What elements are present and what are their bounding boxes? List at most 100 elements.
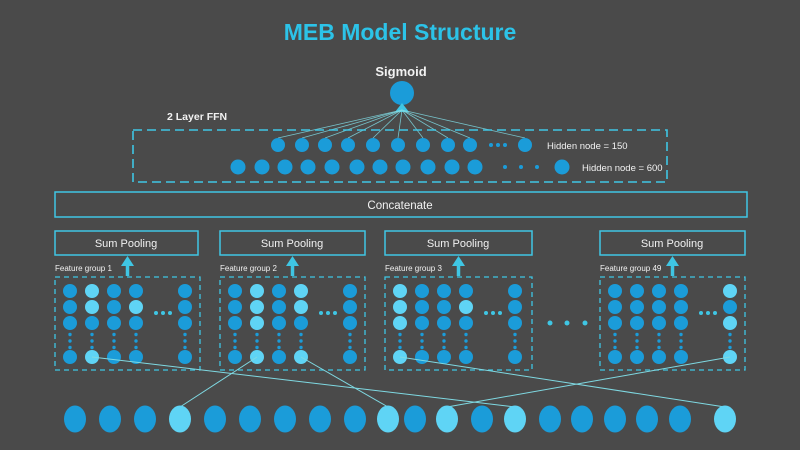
sum-pooling-label: Sum Pooling — [641, 238, 703, 250]
feature-node — [508, 284, 522, 298]
ellipsis-dot — [513, 332, 517, 337]
feature-node — [343, 284, 357, 298]
ffn-node — [318, 138, 332, 152]
embedding-node — [436, 405, 458, 433]
ellipsis-dot — [657, 345, 661, 350]
sum-pooling-box — [384, 230, 533, 256]
ffn-node — [420, 159, 436, 175]
ellipsis-dot — [635, 332, 639, 337]
ellipsis-dot — [112, 332, 116, 337]
feature-group-label: Feature group 2 — [220, 264, 277, 273]
ellipsis-dot — [699, 311, 703, 315]
feature-node — [508, 300, 522, 314]
sum-pooling-row: Sum Pooling Sum Pooling Sum Pooling Sum … — [54, 230, 746, 256]
feature-node — [129, 284, 143, 298]
feature-node — [63, 284, 77, 298]
feature-node — [459, 300, 473, 314]
ffn-hidden-row-150 — [271, 138, 532, 152]
between-groups-ellipsis — [547, 320, 588, 326]
embedding-node — [604, 405, 626, 433]
embedding-node — [204, 405, 226, 433]
feature-node — [415, 300, 429, 314]
ffn-node — [277, 159, 293, 175]
feature-node — [723, 300, 737, 314]
ellipsis-dot — [255, 345, 259, 350]
feature-node — [343, 300, 357, 314]
feature-node — [437, 300, 451, 314]
ellipsis-dot — [233, 345, 237, 350]
ellipsis-dot — [728, 339, 732, 343]
feature-node — [630, 300, 644, 314]
feature-node — [652, 284, 666, 298]
up-arrow-head — [121, 256, 134, 266]
ellipsis-dot — [713, 311, 717, 315]
ffn-node — [230, 159, 246, 175]
embedding-node — [539, 405, 561, 433]
ffn-label: 2 Layer FFN — [167, 111, 227, 123]
feature-node — [250, 316, 264, 330]
ellipsis-dot — [398, 345, 402, 350]
feature-node — [107, 350, 121, 364]
ellipsis-dot — [513, 345, 517, 350]
ellipsis-dot — [183, 339, 187, 343]
embedding-node — [169, 405, 191, 433]
ellipsis-dot — [679, 332, 683, 337]
ellipsis-dot — [484, 311, 488, 315]
feature-node — [228, 350, 242, 364]
fan-line — [277, 109, 403, 139]
ellipsis-dot — [728, 345, 732, 350]
concatenate-box — [54, 191, 748, 218]
ellipsis-dot — [183, 345, 187, 350]
feature-node — [343, 316, 357, 330]
ellipsis-dot — [679, 339, 683, 343]
feature-node — [459, 284, 473, 298]
ellipsis-dot — [398, 332, 402, 337]
embedding-node — [239, 405, 261, 433]
ellipsis-dot — [464, 339, 468, 343]
fan-line — [372, 109, 403, 139]
sum-pooling-box — [599, 230, 746, 256]
ellipsis-dot — [519, 165, 523, 169]
feature-node — [393, 316, 407, 330]
ellipsis-dot — [134, 332, 138, 337]
feature-node — [415, 316, 429, 330]
ellipsis-dot — [547, 320, 553, 326]
up-arrowhead-icon — [395, 103, 409, 112]
ellipsis-dot — [420, 339, 424, 343]
embedding-node — [504, 405, 526, 433]
ellipsis-dot — [464, 332, 468, 337]
ellipsis-dot — [277, 332, 281, 337]
ellipsis-dot — [134, 345, 138, 350]
feature-node — [652, 350, 666, 364]
fan-lines — [277, 109, 526, 139]
fan-line — [401, 109, 449, 139]
ellipsis-dot — [299, 332, 303, 337]
embedding-row — [64, 405, 736, 433]
ellipsis-dot — [657, 332, 661, 337]
feature-node — [178, 350, 192, 364]
feature-node — [652, 300, 666, 314]
ellipsis-dot — [728, 332, 732, 337]
ellipsis-dot — [168, 311, 172, 315]
ffn-node — [295, 138, 309, 152]
ellipsis-dot — [277, 345, 281, 350]
ffn-node — [463, 138, 477, 152]
feature-node — [85, 316, 99, 330]
fan-line — [324, 109, 403, 139]
ellipsis-dot — [491, 311, 495, 315]
feature-node — [608, 284, 622, 298]
feature-node — [437, 316, 451, 330]
ellipsis-dot — [613, 339, 617, 343]
sigmoid-label: Sigmoid — [375, 64, 426, 79]
feature-node — [228, 300, 242, 314]
embedding-node — [64, 405, 86, 433]
fan-line — [397, 109, 403, 139]
ellipsis-dot — [657, 339, 661, 343]
feature-node — [178, 316, 192, 330]
ffn-node — [554, 159, 570, 175]
ellipsis-dot — [582, 320, 588, 326]
ellipsis-dot — [503, 143, 507, 147]
feature-node — [107, 300, 121, 314]
feature-node — [437, 284, 451, 298]
feature-node — [228, 316, 242, 330]
